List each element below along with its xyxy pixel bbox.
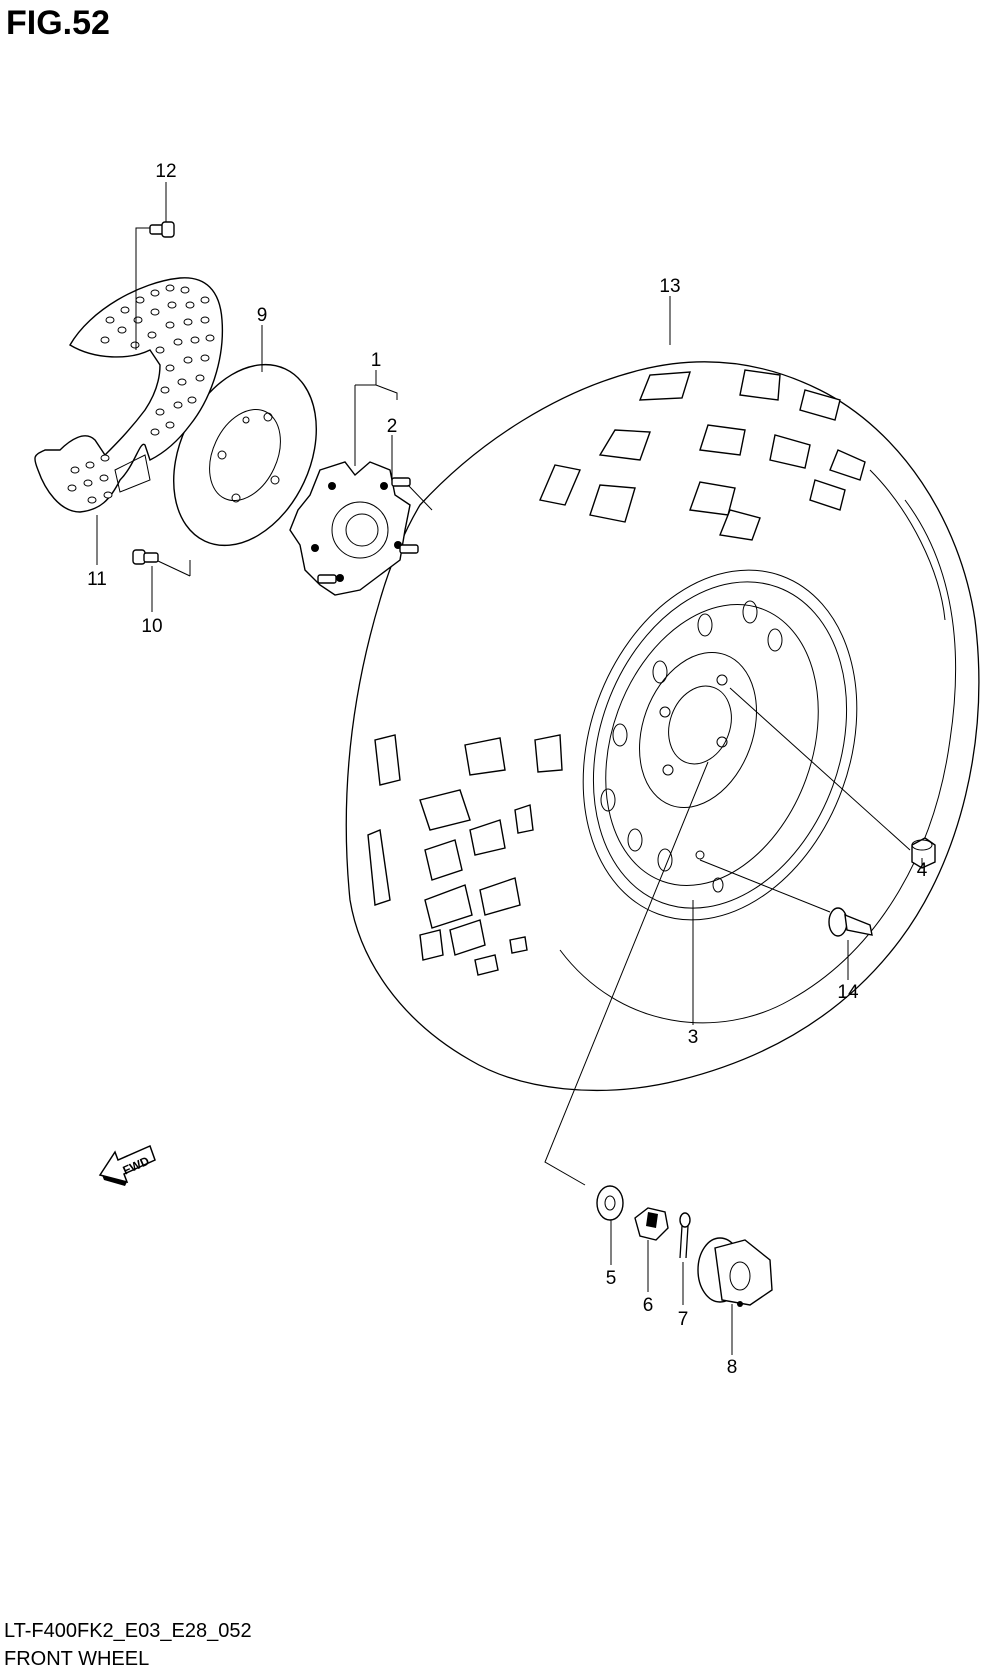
figure-title: FIG.52 <box>6 4 110 42</box>
callout-7: 7 <box>678 1309 689 1330</box>
bolt-part-12 <box>149 221 175 238</box>
bolt-part-10 <box>132 549 159 565</box>
callout-3: 3 <box>688 1027 699 1048</box>
section-name: FRONT WHEEL <box>4 1648 150 1670</box>
nut-part-4 <box>911 837 936 869</box>
stud-part-14 <box>828 907 873 937</box>
callout-8: 8 <box>727 1357 738 1378</box>
callout-10: 10 <box>141 616 162 637</box>
callout-12: 12 <box>155 161 176 182</box>
callout-6: 6 <box>643 1295 654 1316</box>
callout-9: 9 <box>257 305 268 326</box>
rim-part-3 <box>582 569 858 921</box>
fwd-arrow-icon: FWD <box>98 1144 156 1186</box>
model-code: LT-F400FK2_E03_E28_052 <box>4 1620 252 1642</box>
cotter-pin-part-7 <box>679 1212 691 1259</box>
callout-labels: 1 2 3 4 5 6 7 8 9 10 11 12 13 14 <box>87 161 928 1378</box>
callout-4: 4 <box>917 860 928 881</box>
tire-part-13 <box>345 361 980 1092</box>
callout-5: 5 <box>606 1268 617 1289</box>
castle-nut-part-6 <box>634 1207 669 1241</box>
callout-11: 11 <box>87 569 107 590</box>
leader-lines <box>96 182 923 1355</box>
callout-13: 13 <box>659 276 680 297</box>
hub-bolt-part-2 <box>317 477 419 584</box>
callout-14: 14 <box>837 982 859 1003</box>
callout-2: 2 <box>387 416 398 437</box>
callout-1: 1 <box>371 350 382 371</box>
washer-part-5 <box>596 1185 624 1221</box>
disc-cover-part-11 <box>34 277 224 513</box>
hub-part-1 <box>289 461 411 596</box>
hub-cap-part-8 <box>697 1237 773 1307</box>
brake-disc-part-9 <box>173 363 317 547</box>
